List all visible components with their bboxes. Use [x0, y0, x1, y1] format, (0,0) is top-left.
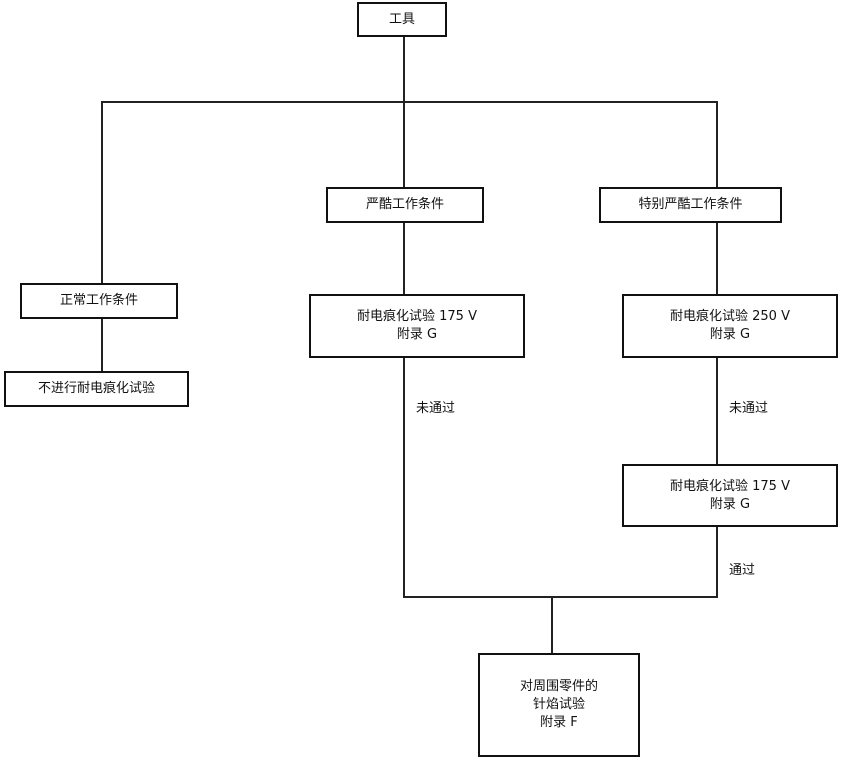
node-glow-wire-line2: 针焰试验	[532, 697, 585, 712]
edge-label-severe-fail: 未通过	[416, 401, 456, 416]
edge-label-extreme-fail: 未通过	[729, 401, 769, 416]
node-normal-conditions: 正常工作条件	[20, 283, 178, 319]
connector-to-extreme	[716, 101, 718, 188]
connector-severe-test-down	[403, 357, 405, 597]
node-tool-label: 工具	[388, 11, 415, 27]
node-extreme-tracking-test-175: 耐电痕化试验 175 V 附录 G	[622, 464, 838, 527]
node-extreme-conditions: 特别严酷工作条件	[599, 187, 782, 223]
node-severe-test-line1: 耐电痕化试验 175 V	[357, 309, 477, 324]
connector-tool-down	[403, 36, 405, 102]
node-extreme-test250-line2: 附录 G	[709, 327, 751, 342]
node-no-tracking-test: 不进行耐电痕化试验	[4, 371, 189, 407]
node-severe-tracking-test: 耐电痕化试验 175 V 附录 G	[309, 294, 525, 358]
node-severe-test-line2: 附录 G	[396, 327, 438, 342]
connector-test250-to-test175	[716, 357, 718, 465]
node-extreme-tracking-test-250: 耐电痕化试验 250 V 附录 G	[622, 294, 838, 358]
connector-normal-to-notest	[101, 318, 103, 372]
connector-severe-to-test	[403, 222, 405, 295]
connector-to-severe	[403, 101, 405, 188]
node-extreme-test175-line2: 附录 G	[709, 496, 751, 512]
node-normal-label: 正常工作条件	[59, 293, 138, 308]
edge-label-extreme-pass: 通过	[729, 563, 756, 578]
connector-merge-to-glowwire	[551, 596, 553, 654]
connector-extreme-to-test250	[716, 222, 718, 295]
connector-to-normal	[101, 101, 103, 284]
node-severe-conditions: 严酷工作条件	[326, 187, 484, 223]
node-extreme-test175-line1: 耐电痕化试验 175 V	[670, 478, 790, 494]
node-no-test-label: 不进行耐电痕化试验	[37, 381, 155, 396]
node-glow-wire-line3: 附录 F	[540, 715, 578, 730]
node-extreme-label: 特别严酷工作条件	[638, 197, 743, 212]
node-tool: 工具	[357, 2, 447, 37]
node-glow-wire-test: 对周围零件的 针焰试验 附录 F	[478, 653, 640, 757]
node-severe-label: 严酷工作条件	[365, 197, 444, 212]
connector-merge-horizontal	[403, 596, 718, 598]
connector-test175-down	[716, 526, 718, 597]
node-glow-wire-line1: 对周围零件的	[519, 679, 598, 694]
node-extreme-test250-line1: 耐电痕化试验 250 V	[670, 309, 790, 324]
connector-branch-horizontal	[101, 101, 718, 103]
